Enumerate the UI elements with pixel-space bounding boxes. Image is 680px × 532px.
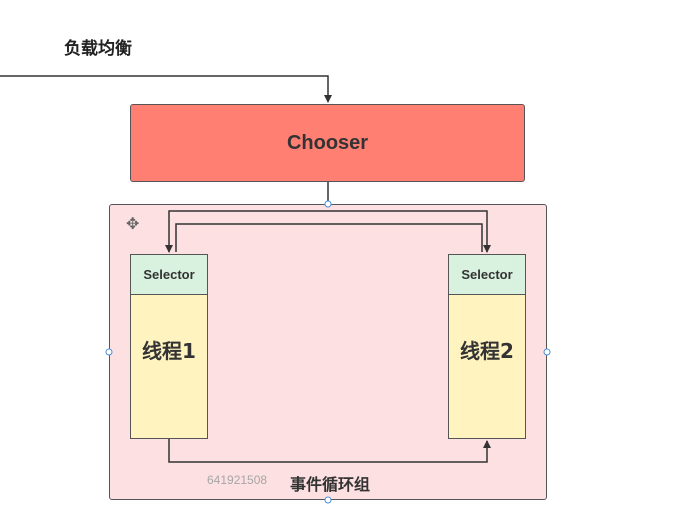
chooser-box[interactable]: Chooser (130, 104, 525, 182)
thread2-box[interactable]: 线程2 (448, 295, 526, 439)
group-handle-bottom[interactable] (324, 496, 332, 504)
diagram-title: 负载均衡 (64, 39, 132, 59)
group-handle-left[interactable] (105, 348, 113, 356)
move-icon[interactable]: ✥ (126, 216, 140, 233)
thread1-label: 线程1 (142, 339, 196, 363)
thread1-selector[interactable]: Selector (130, 254, 208, 295)
input-connector (0, 75, 332, 103)
connector-to-thread2-outer (328, 210, 491, 253)
thread1-selector-label: Selector (143, 267, 195, 282)
thread2-selector[interactable]: Selector (448, 254, 526, 295)
chooser-label: Chooser (286, 131, 369, 154)
watermark-text: 641921508 (207, 473, 268, 487)
thread2-selector-label: Selector (461, 267, 513, 282)
group-label: 事件循环组 (290, 475, 371, 494)
thread1-box[interactable]: 线程1 (130, 295, 208, 439)
thread2-label: 线程2 (460, 339, 514, 363)
thread-loop-connector (168, 439, 491, 463)
group-handle-top[interactable] (324, 200, 332, 208)
connector-to-thread1-outer (165, 210, 328, 253)
connector-to-thread2-inner (328, 223, 483, 252)
group-handle-right[interactable] (543, 348, 551, 356)
connector-to-thread1-inner (175, 223, 328, 252)
